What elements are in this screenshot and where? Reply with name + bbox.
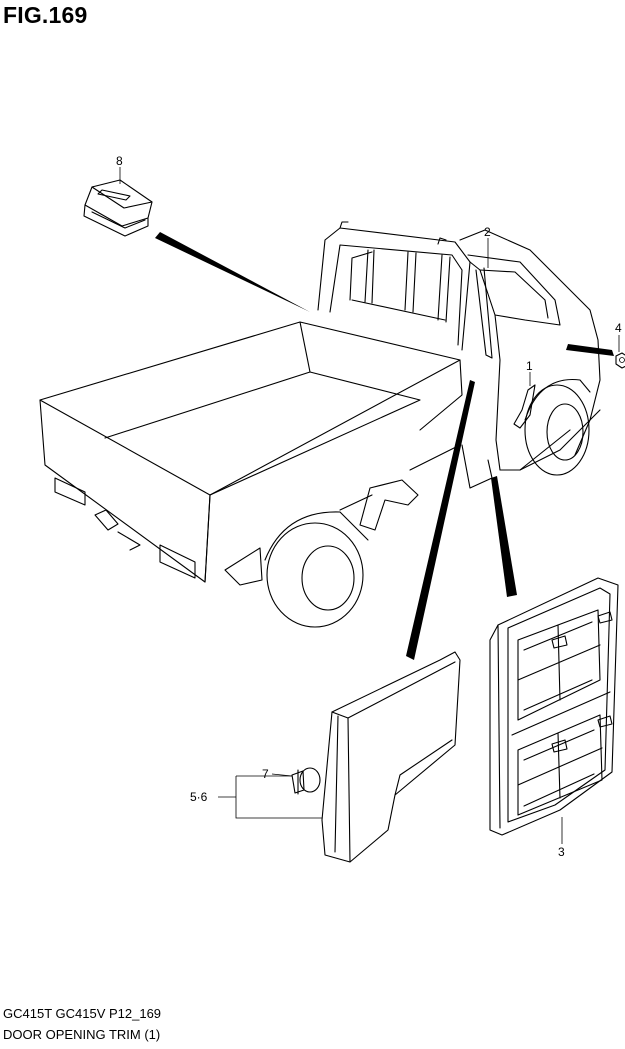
- footer-section-title: DOOR OPENING TRIM (1): [3, 1027, 161, 1042]
- callout-1: 1: [526, 359, 533, 373]
- footer-model-codes: GC415T GC415V P12_169: [3, 1006, 162, 1021]
- callout-4: 4: [615, 321, 622, 335]
- part-4-nut[interactable]: [615, 352, 625, 369]
- part-3-panel[interactable]: [489, 577, 619, 836]
- callout-5-6: 5·6: [190, 790, 208, 804]
- part-7-clip[interactable]: [291, 767, 321, 795]
- callout-8: 8: [116, 154, 123, 168]
- callout-3: 3: [558, 845, 565, 859]
- part-8-grommet[interactable]: [83, 179, 153, 237]
- leader-lines: [119, 167, 620, 844]
- callout-2: 2: [484, 225, 491, 239]
- callout-7: 7: [262, 767, 269, 781]
- part-5-6-trim[interactable]: [321, 651, 461, 863]
- truck-illustration: [39, 221, 601, 628]
- pointer-wedges: [155, 232, 614, 660]
- figure-title: FIG.169: [3, 2, 88, 28]
